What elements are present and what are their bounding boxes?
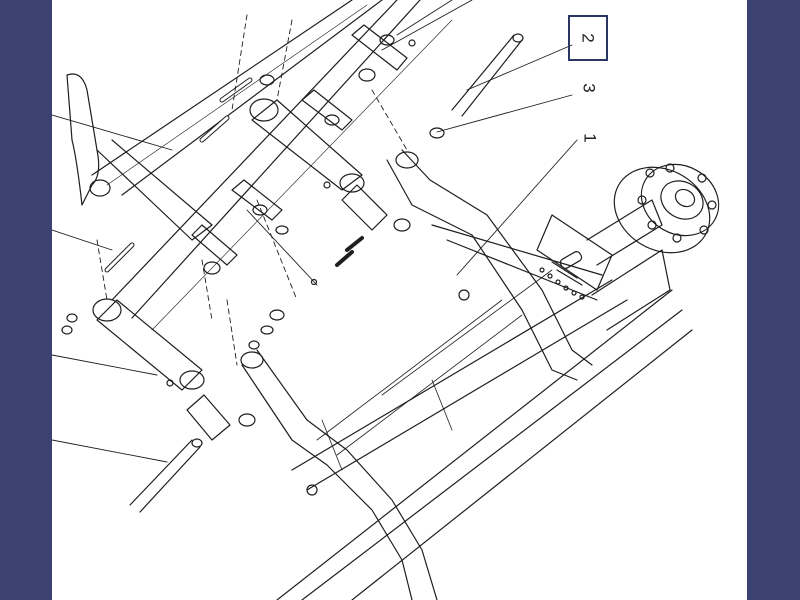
callout-label-1: 1: [580, 133, 600, 143]
lower-link-arm: [186, 349, 438, 600]
lower-long-pin: [129, 438, 203, 513]
upper-link-arm: [341, 149, 593, 381]
upper-hydraulic-cylinder: [249, 98, 365, 193]
frame-brackets: [191, 24, 408, 275]
callout-box-item-2: 2: [568, 15, 608, 61]
assembly-dashed-lines: [96, 14, 408, 366]
main-frame-tube: [91, 0, 453, 331]
lower-hydraulic-cylinder: [92, 298, 205, 391]
callout-label-3: 3: [579, 83, 599, 93]
lower-frame-rails: [276, 224, 693, 600]
diagram-page: 2 3 1: [52, 0, 747, 600]
exploded-assembly-drawing: [52, 0, 720, 600]
left-arm: [66, 73, 213, 241]
pins-and-washers: [61, 39, 445, 350]
callout-label-2: 2: [579, 33, 598, 43]
long-pin-item-2: [451, 33, 524, 117]
leader-lines: [52, 0, 578, 463]
wheel-hub: [613, 163, 720, 254]
axle-mounting-plate: [536, 199, 671, 331]
